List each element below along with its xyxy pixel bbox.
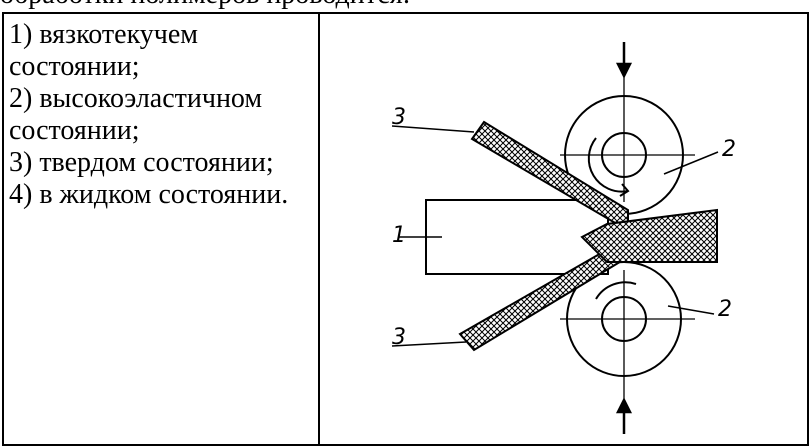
question-table: 1) вязкотекучем состоянии; 2) высокоэлас… bbox=[2, 12, 809, 446]
input-sheet bbox=[425, 199, 609, 275]
label-film-top: 3 bbox=[392, 105, 406, 130]
answer-options: 1) вязкотекучем состоянии; 2) высокоэлас… bbox=[4, 14, 318, 211]
question-text-cutoff: обработки полимеров проводится: bbox=[0, 0, 410, 9]
leader-lines bbox=[391, 125, 719, 347]
calender-diagram: 3 1 3 2 2 bbox=[391, 42, 736, 434]
label-roll-top: 2 bbox=[722, 137, 736, 162]
answer-option-3[interactable]: 3) твердом состоянии; bbox=[9, 147, 274, 178]
label-roll-bottom: 2 bbox=[718, 297, 732, 322]
label-film-bottom: 3 bbox=[392, 325, 406, 350]
answer-option-2[interactable]: 2) высокоэластичном состоянии; bbox=[9, 83, 263, 146]
material-output bbox=[580, 208, 718, 263]
material-upper-band bbox=[470, 120, 629, 225]
figure-cell: 3 1 3 2 2 bbox=[318, 12, 809, 446]
label-sheet: 1 bbox=[392, 223, 406, 248]
options-cell: 1) вязкотекучем состоянии; 2) высокоэлас… bbox=[2, 12, 320, 446]
force-arrows bbox=[615, 42, 633, 434]
answer-option-1[interactable]: 1) вязкотекучем состоянии; bbox=[9, 19, 199, 82]
answer-option-4[interactable]: 4) в жидком состоянии. bbox=[9, 179, 289, 210]
